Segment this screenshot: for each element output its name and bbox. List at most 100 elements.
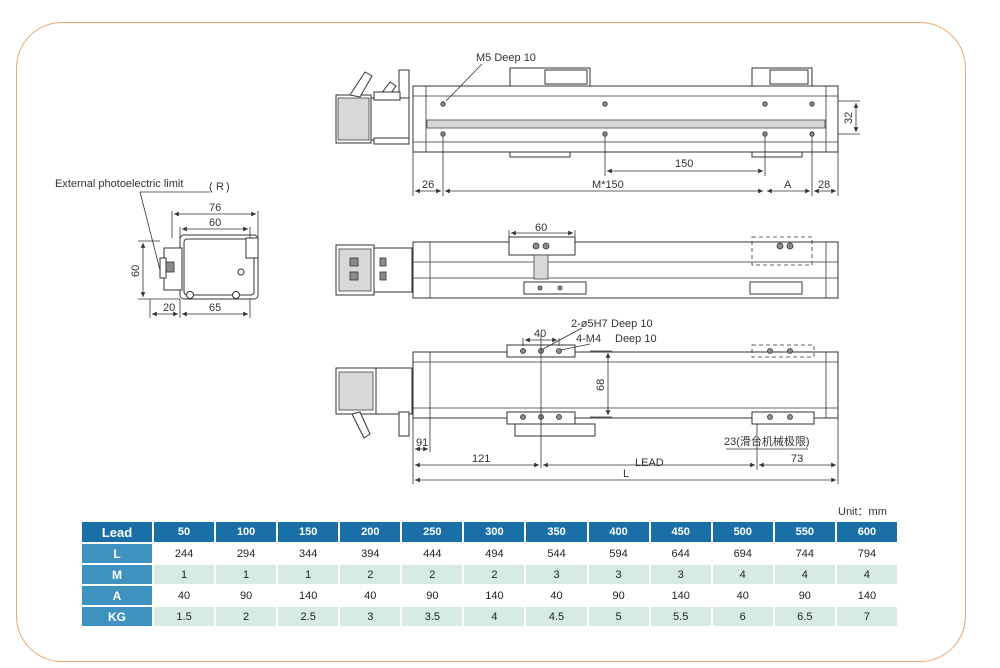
label-dim-20: 20 [163,302,175,314]
table-cell: 40 [154,586,215,605]
table-cell: 444 [402,544,463,563]
label-dim-28: 28 [818,179,830,191]
table-header-cell: 50 [154,522,215,542]
label-hole-5h7: 2-ø5H7 [571,318,608,330]
label-dim-32: 32 [843,112,855,124]
table-cell: 1 [216,565,277,584]
table-cell: 3.5 [402,607,463,626]
table-cell: 744 [774,544,835,563]
technical-drawing: M5 Deep 10 32 150 26 M*150 A 28 External… [55,52,860,484]
table-cell: 2 [340,565,401,584]
label-photoelectric: External photoelectric limit [55,178,183,190]
table-header-cell: 100 [216,522,277,542]
table-cell: 1 [154,565,215,584]
table-cell: 794 [836,544,897,563]
table-cell: 694 [712,544,773,563]
table-header-cell: 150 [278,522,339,542]
table-row-header: M [82,565,152,584]
label-m5-deep: M5 Deep 10 [476,52,536,64]
label-dim-a: A [784,179,792,191]
table-cell: 140 [464,586,525,605]
table-header-cell: 500 [712,522,773,542]
label-hole-m4: 4-M4 [576,333,601,345]
table-cell: 90 [216,586,277,605]
table-cell: 7 [836,607,897,626]
label-hole-deep10b: Deep 10 [615,333,657,345]
label-dim-m150: M*150 [592,179,624,191]
table-cell: 1.5 [154,607,215,626]
svg-text:): ) [226,181,230,193]
table-cell: 140 [278,586,339,605]
table-cell: 244 [154,544,215,563]
table-cell: 140 [650,586,711,605]
table-cell: 140 [836,586,897,605]
table-cell: 4 [836,565,897,584]
label-dim-60-carriage: 60 [535,222,547,234]
table-cell: 90 [588,586,649,605]
table-cell: 90 [402,586,463,605]
label-dim-65: 65 [209,302,221,314]
table-cell: 6 [712,607,773,626]
side-view: 60 [335,222,839,299]
table-cell: 2 [216,607,277,626]
table-cell: 294 [216,544,277,563]
label-dim-lead: LEAD [635,457,664,469]
label-dim-40: 40 [534,328,546,340]
table-cell: 494 [464,544,525,563]
table-cell: 40 [526,586,587,605]
label-hole-deep10a: Deep 10 [611,318,653,330]
table-row-header: L [82,544,152,563]
table-header-cell: 200 [340,522,401,542]
table-header-cell: 350 [526,522,587,542]
unit-label: Unit：mm [838,506,887,518]
table-cell: 2 [464,565,525,584]
table-header-cell: 550 [774,522,835,542]
table-header-cell: 400 [588,522,649,542]
table-cell: 40 [712,586,773,605]
table-cell: 344 [278,544,339,563]
table-cell: 3 [340,607,401,626]
table-cell: 544 [526,544,587,563]
label-dim-150: 150 [675,158,693,170]
label-dim-73: 73 [791,453,803,465]
table-cell: 594 [588,544,649,563]
table-cell: 4 [464,607,525,626]
table-cell: 2 [402,565,463,584]
table-cell: 1 [278,565,339,584]
table-cell: 40 [340,586,401,605]
label-dim-l: L [623,468,629,480]
table-header-cell: 600 [836,522,897,542]
rounded-frame [16,22,966,662]
table-cell: 4.5 [526,607,587,626]
label-dim-121: 121 [472,453,490,465]
svg-text:(: ( [209,181,213,193]
table-cell: 5 [588,607,649,626]
table-header-cell: 250 [402,522,463,542]
label-dim-91: 91 [416,437,428,449]
label-dim-26: 26 [422,179,434,191]
table-cell: 4 [774,565,835,584]
table-header-lead: Lead [82,522,152,542]
end-view: External photoelectric limit R ( ) 76 60… [55,178,259,318]
bottom-view: 40 2-ø5H7 Deep 10 4-M4 Deep 10 68 91 23(… [335,318,839,484]
label-dim-76: 76 [209,202,221,214]
label-dim-23: 23(滑台机械极限) [724,434,810,448]
label-r-mark: R [216,181,224,193]
table-cell: 5.5 [650,607,711,626]
table-cell: 6.5 [774,607,835,626]
table-cell: 644 [650,544,711,563]
table-row-header: KG [82,607,152,626]
table-cell: 3 [588,565,649,584]
table-cell: 90 [774,586,835,605]
top-view: M5 Deep 10 32 150 26 M*150 A 28 [335,52,860,196]
label-dim-60-height: 60 [130,265,142,277]
table-cell: 3 [650,565,711,584]
table-cell: 4 [712,565,773,584]
